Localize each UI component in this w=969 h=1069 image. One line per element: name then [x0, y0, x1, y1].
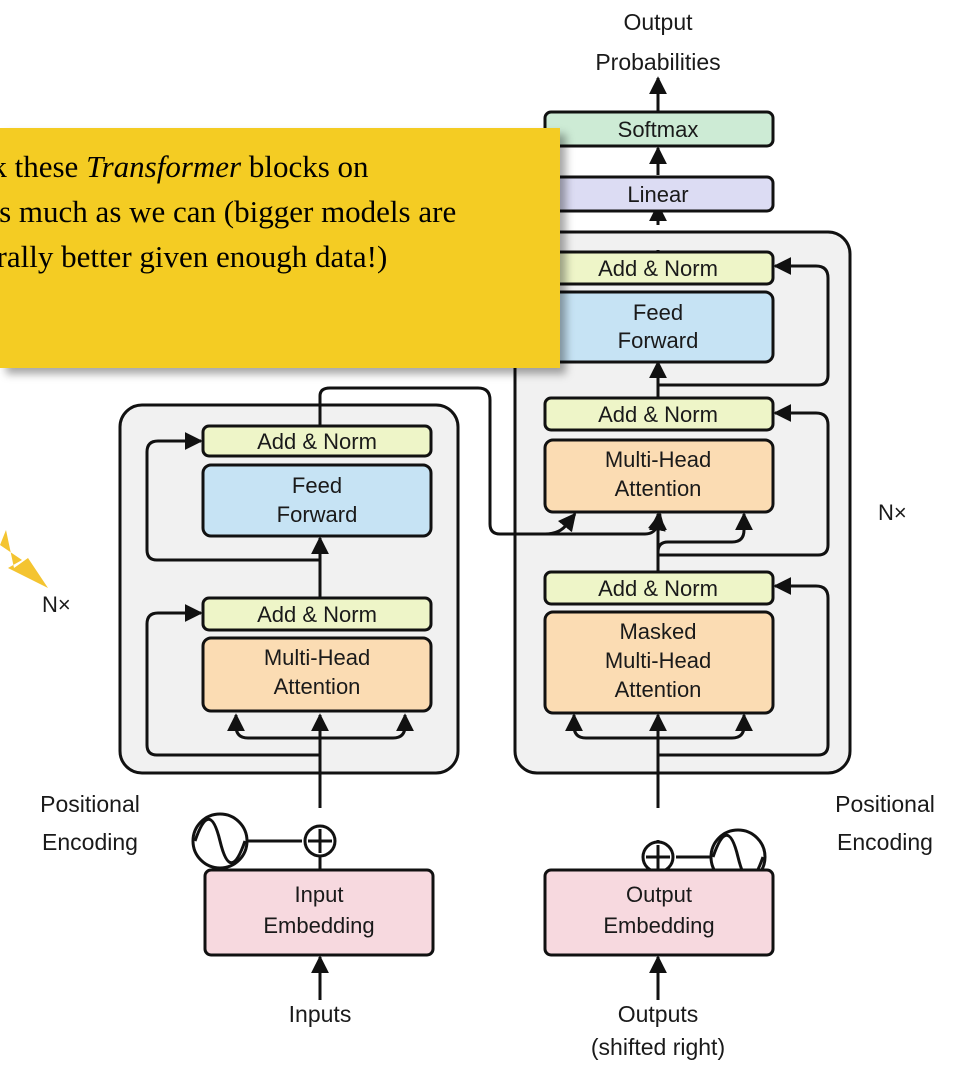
encoder-multi-head-attention	[201, 636, 433, 713]
decoder-mha-label: Multi-Head	[605, 447, 711, 472]
output-probabilities-label-2: Probabilities	[595, 49, 720, 75]
output-embedding-label-2: Embedding	[603, 913, 714, 938]
output-embedding-label: Output	[626, 882, 692, 907]
encoder-add-norm-1	[201, 596, 433, 632]
encoder-add-norm-2	[201, 424, 433, 458]
decoder-multi-head-attention	[543, 438, 775, 514]
decoder-feed-forward-label-2: Forward	[618, 328, 699, 353]
input-embedding-label-2: Embedding	[263, 913, 374, 938]
callout-emphasis: Transformer	[86, 149, 242, 184]
linear-label: Linear	[627, 182, 688, 207]
decoder-masked-attention	[543, 610, 775, 715]
decoder-masked-label: Masked	[619, 619, 696, 644]
callout-text: Stack these Transformer blocks on top as…	[0, 144, 560, 279]
input-embedding-box	[203, 868, 435, 957]
encoder-add-norm-2-label: Add & Norm	[257, 429, 377, 454]
encoder-block	[118, 403, 460, 775]
encoder-mha-label-2: Attention	[274, 674, 361, 699]
callout-box: Stack these Transformer blocks on top as…	[0, 128, 560, 368]
callout-line-2: top as much as we can (bigger models are	[0, 194, 457, 229]
encoder-add-norm-1-label: Add & Norm	[257, 602, 377, 627]
outputs-label: Outputs	[618, 1001, 699, 1027]
output-probabilities-label: Output	[623, 9, 693, 35]
decoder-add-norm-2-label: Add & Norm	[598, 402, 718, 427]
encoder-feed-forward-label: Feed	[292, 473, 342, 498]
encoder-feed-forward	[201, 463, 433, 538]
callout-line-1: Stack these Transformer blocks on	[0, 149, 369, 184]
decoder-connections	[565, 76, 830, 1000]
decoder-positional-label: Positional	[835, 791, 935, 817]
softmax-label: Softmax	[618, 117, 699, 142]
outputs-label-2: (shifted right)	[591, 1034, 725, 1060]
input-embedding-label: Input	[295, 882, 344, 907]
decoder-add-norm-1-label: Add & Norm	[598, 576, 718, 601]
decoder-feed-forward-label: Feed	[633, 300, 683, 325]
decoder-positional-label-2: Encoding	[837, 829, 933, 855]
callout-line-3: generally better given enough data!)	[0, 239, 388, 274]
inputs-label: Inputs	[289, 1001, 352, 1027]
decoder-add-norm-1	[543, 570, 775, 606]
decoder-mha-label-2: Attention	[615, 476, 702, 501]
encoder-n-repeat-label: N×	[42, 592, 71, 617]
callout-arrow-icon	[0, 530, 48, 588]
decoder-n-repeat-label: N×	[878, 500, 907, 525]
encoder-feed-forward-label-2: Forward	[277, 502, 358, 527]
encoder-positional-label: Positional	[40, 791, 140, 817]
encoder-positional-label-2: Encoding	[42, 829, 138, 855]
decoder-add-norm-3-label: Add & Norm	[598, 256, 718, 281]
output-embedding-box	[543, 868, 775, 957]
decoder-masked-label-2: Multi-Head	[605, 648, 711, 673]
encoder-mha-label: Multi-Head	[264, 645, 370, 670]
decoder-masked-label-3: Attention	[615, 677, 702, 702]
decoder-add-norm-2	[543, 396, 775, 432]
